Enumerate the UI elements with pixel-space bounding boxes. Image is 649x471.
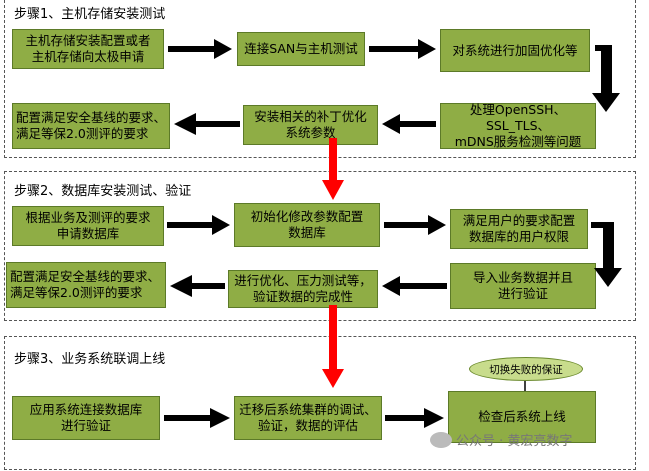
watermark-text: 公众号 · 黄宏亮数字 [456,434,573,449]
step1-title: 步骤1、主机存储安装测试 [14,7,166,22]
step1-box-security-baseline: 配置满足安全基线的要求、 满足等保2.0测评的要求 [12,103,170,149]
step2-box-apply-database: 根据业务及测评的要求 申请数据库 [12,206,164,246]
step2-box-import-data: 导入业务数据并且 进行验证 [450,263,596,309]
step3-section [4,336,636,470]
arrow-s1-right-down [592,45,620,112]
step2-section [4,171,636,321]
step1-box-connect-san: 连接SAN与主机测试 [237,32,365,66]
step1-box-install-patches: 安装相关的补丁优化 系统参数 [243,105,378,145]
fallback-guarantee-note: 切换失败的保证 [469,357,583,381]
arrow-s2-4-to-5 [382,276,447,296]
arrow-s1-1-to-2 [168,39,232,59]
arrow-s2-1-to-2 [167,215,230,235]
step1-box-openssh-fix: 处理OpenSSH、SSL_TLS、 mDNS服务检测等问题 [440,102,596,149]
arrow-s3-2-to-3 [385,408,444,428]
step3-box-cluster-debug: 迁移后系统集群的调试、 验证，数据的评估 [234,396,382,440]
step3-title: 步骤3、业务系统联调上线 [14,352,166,367]
step3-box-go-live: 检查后系统上线 [448,391,596,443]
red-arrow-step2-to-step3 [322,305,344,388]
arrow-s1-5-to-6 [174,113,240,135]
step2-box-optimize-stress-test: 进行优化、压力测试等， 验证数据的完成性 [228,270,378,308]
step1-box-system-hardening: 对系统进行加固优化等 [440,29,590,72]
step1-section [4,0,636,158]
arrow-s1-2-to-3 [369,39,436,59]
watermark: 公众号 · 黄宏亮数字 [430,430,572,449]
arrow-s2-right-down [591,222,622,287]
step2-title: 步骤2、数据库安装测试、验证 [14,184,192,199]
step3-box-app-connect-db: 应用系统连接数据库 进行验证 [12,396,160,440]
step1-box-host-storage-config: 主机存储安装配置或者 主机存储向太极申请 [12,29,164,69]
step2-box-security-baseline: 配置满足安全基线的要求、 满足等保2.0测评的要求 [6,262,166,308]
arrow-s2-5-to-6 [170,275,225,297]
arrow-s1-4-to-5 [382,114,436,134]
red-arrow-step1-to-step2 [322,138,344,200]
step2-box-init-params: 初始化修改参数配置 数据库 [234,203,380,247]
arrow-s3-1-to-2 [164,408,230,428]
wechat-icon [430,431,452,448]
step2-box-user-permissions: 满足用户的要求配置 数据库的用户权限 [450,209,588,249]
arrow-s2-2-to-3 [384,215,446,235]
